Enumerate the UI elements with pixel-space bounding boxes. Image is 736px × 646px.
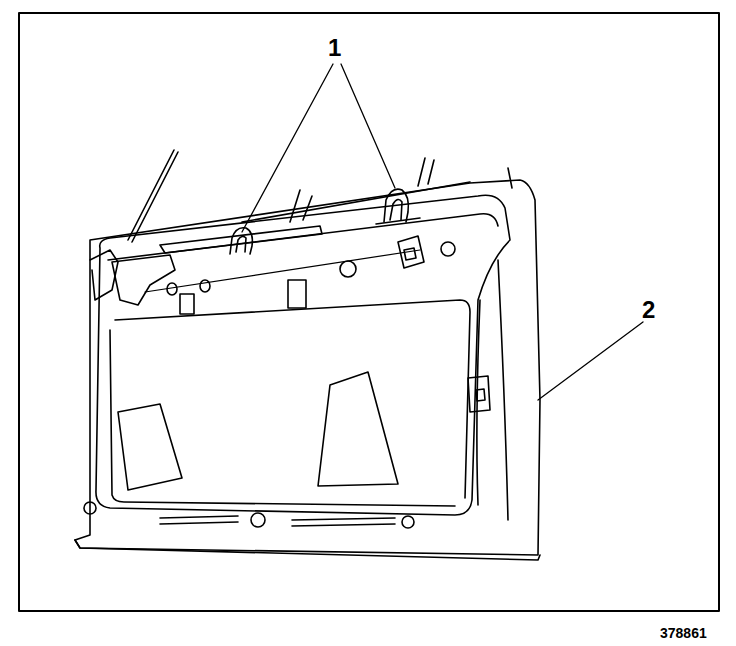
door-shell bbox=[75, 180, 540, 555]
leader-line bbox=[242, 64, 643, 400]
callout-number: 1 bbox=[328, 36, 341, 60]
door-flange bbox=[75, 540, 540, 560]
window-clip bbox=[230, 228, 252, 254]
callout-number: 2 bbox=[642, 298, 655, 322]
access-hole bbox=[118, 404, 182, 490]
belt-bracket bbox=[112, 255, 175, 305]
window-clip bbox=[384, 189, 408, 222]
hinge-pocket bbox=[90, 250, 118, 300]
figure-frame bbox=[19, 13, 719, 611]
access-hole bbox=[318, 372, 398, 486]
channel-strip bbox=[160, 226, 322, 253]
latch bbox=[468, 376, 490, 412]
lock-actuator bbox=[398, 236, 424, 268]
inner-panel bbox=[96, 195, 510, 515]
figure-number: 378861 bbox=[660, 626, 707, 640]
